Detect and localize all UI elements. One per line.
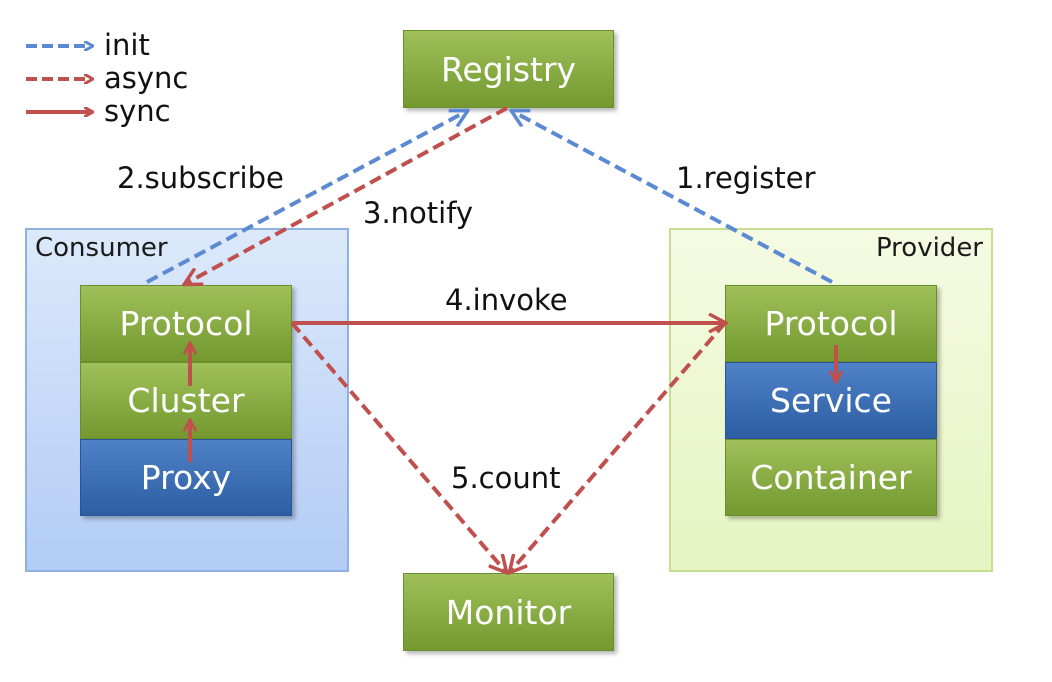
consumer-cluster-box: Cluster (80, 362, 292, 439)
legend-init-label: init (104, 28, 150, 62)
provider-container-label: Container (750, 458, 912, 497)
notify-label: 3.notify (363, 196, 474, 230)
provider-title: Provider (875, 233, 983, 263)
consumer-protocol-label: Protocol (119, 304, 253, 343)
consumer-title: Consumer (35, 233, 168, 263)
subscribe-label: 2.subscribe (117, 161, 284, 195)
consumer-proxy-label: Proxy (140, 458, 232, 497)
register-arrow (512, 111, 833, 284)
provider-protocol-label: Protocol (764, 304, 898, 343)
count-consumer-arrow (290, 321, 506, 572)
provider-container-box: Container (725, 439, 937, 516)
registry-label: Registry (440, 49, 577, 89)
monitor-box: Monitor (403, 573, 614, 651)
count-label: 5.count (451, 461, 561, 495)
registry-box: Registry (403, 30, 614, 108)
provider-service-label: Service (770, 381, 892, 420)
invoke-label: 4.invoke (445, 283, 568, 317)
legend-sync-label: sync (104, 94, 171, 128)
consumer-proxy-box: Proxy (80, 439, 292, 516)
legend-async-label: async (104, 61, 189, 95)
subscribe-arrow (146, 111, 467, 284)
monitor-label: Monitor (445, 592, 572, 632)
notify-arrow (185, 106, 508, 284)
register-label: 1.register (676, 161, 816, 195)
consumer-cluster-label: Cluster (127, 381, 245, 420)
count-provider-arrow (510, 321, 727, 572)
